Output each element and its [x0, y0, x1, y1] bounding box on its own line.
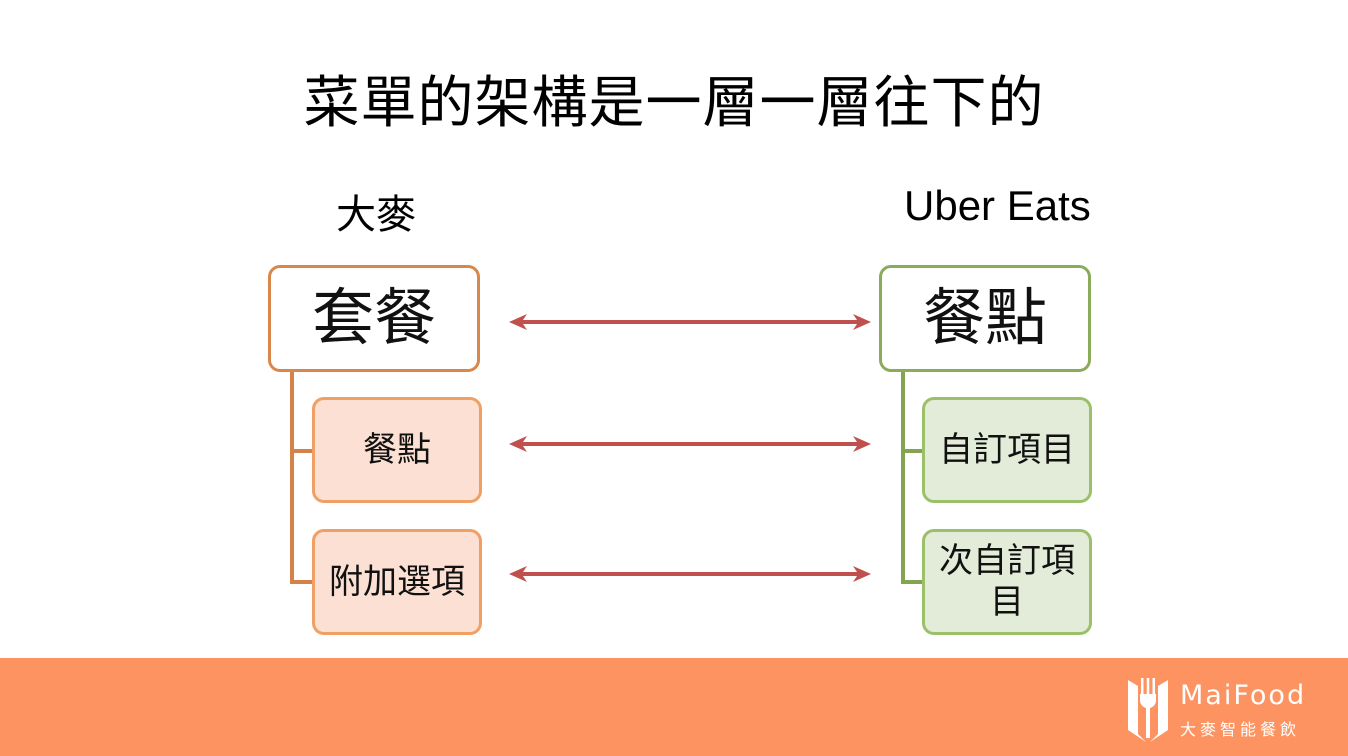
- maifood-logo: MaiFood 大麥智能餐飲: [1126, 676, 1316, 742]
- right-tree-branch-1: [901, 449, 925, 453]
- mapping-arrow-1: [509, 314, 871, 330]
- right-tree-trunk: [901, 372, 905, 584]
- brand-subtitle: 大麥智能餐飲: [1180, 720, 1301, 739]
- right-top-node-label: 餐點: [922, 281, 1047, 355]
- mapping-arrow-3: [509, 566, 871, 582]
- left-column-label: 大麥: [336, 192, 416, 238]
- left-top-node: 套餐: [268, 265, 480, 372]
- left-child-node-2-label: 附加選項: [329, 561, 465, 602]
- footer-bar: [0, 658, 1348, 756]
- left-child-node-1: 餐點: [312, 397, 482, 503]
- slide-title: 菜單的架構是一層一層往下的: [303, 71, 1045, 136]
- left-tree-branch-2: [290, 580, 314, 584]
- brand-name: MaiFood: [1180, 680, 1307, 711]
- right-child-node-1-label: 自訂項目: [939, 429, 1075, 470]
- right-tree-branch-2: [901, 580, 925, 584]
- left-tree-trunk: [290, 372, 294, 584]
- right-column-label: Uber Eats: [904, 182, 1091, 229]
- left-child-node-2: 附加選項: [312, 529, 482, 635]
- left-tree-branch-1: [290, 449, 314, 453]
- right-child-node-2: 次自訂項目: [922, 529, 1092, 635]
- right-top-node: 餐點: [879, 265, 1091, 372]
- right-child-node-1: 自訂項目: [922, 397, 1092, 503]
- left-child-node-1-label: 餐點: [363, 429, 431, 470]
- left-top-node-label: 套餐: [311, 281, 436, 355]
- mapping-arrow-2: [509, 436, 871, 452]
- fork-book-icon: [1128, 678, 1168, 742]
- right-child-node-2-label: 次自訂項目: [939, 541, 1075, 622]
